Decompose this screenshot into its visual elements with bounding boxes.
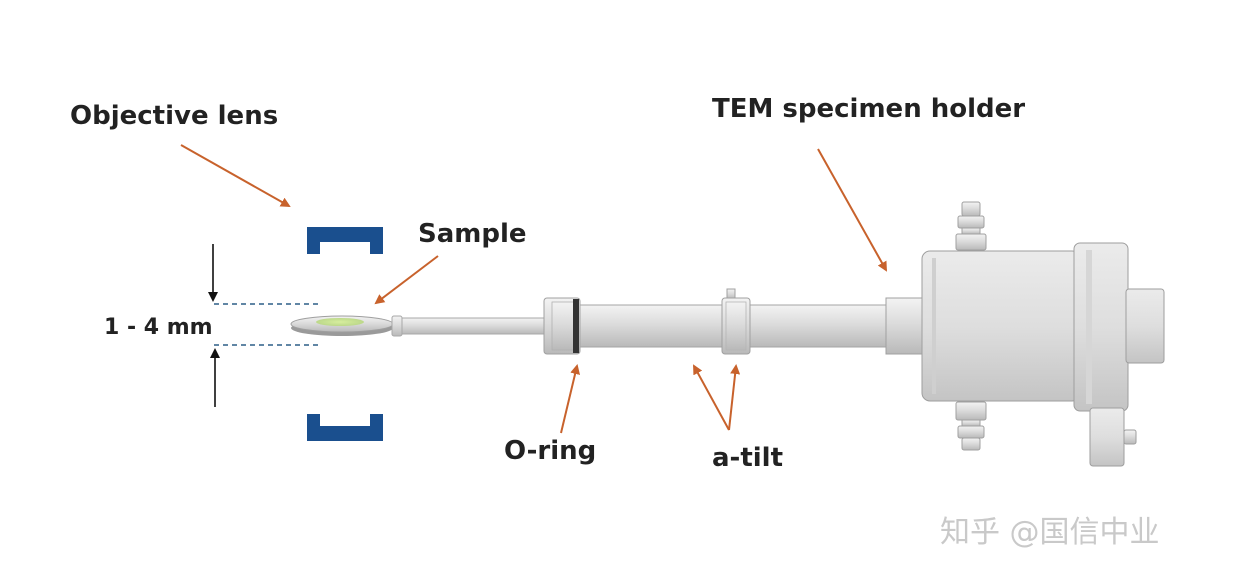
bottom-connector [1089, 407, 1137, 467]
objective-lens-lower [307, 414, 383, 441]
o-ring-label: O-ring [504, 436, 596, 466]
tilt-label: a-tilt [712, 443, 783, 473]
holder-pointer [817, 148, 887, 272]
o-ring-pointer [560, 364, 581, 434]
rear-knob [1125, 288, 1165, 364]
tilt-pointer-left [693, 364, 730, 431]
holder-body [921, 250, 1081, 402]
body-connector [885, 297, 927, 355]
objective-lens-upper [307, 227, 383, 254]
objective-lens-label: Objective lens [70, 101, 278, 131]
o-ring [573, 299, 579, 353]
sample-pointer [374, 255, 439, 305]
holder-label: TEM specimen holder [712, 94, 1025, 124]
tilt-pointer-right [728, 364, 741, 431]
holder-tip-rod [391, 317, 545, 335]
top-knob [955, 201, 987, 251]
bottom-knob [955, 401, 987, 451]
sample-disk [290, 315, 394, 336]
watermark: 知乎 @国信中业 [940, 515, 1160, 550]
sample-label: Sample [418, 219, 527, 249]
gap-label: 1 - 4 mm [104, 315, 213, 340]
objective-lens-pointer [180, 144, 291, 207]
rear-flange [1073, 242, 1129, 412]
